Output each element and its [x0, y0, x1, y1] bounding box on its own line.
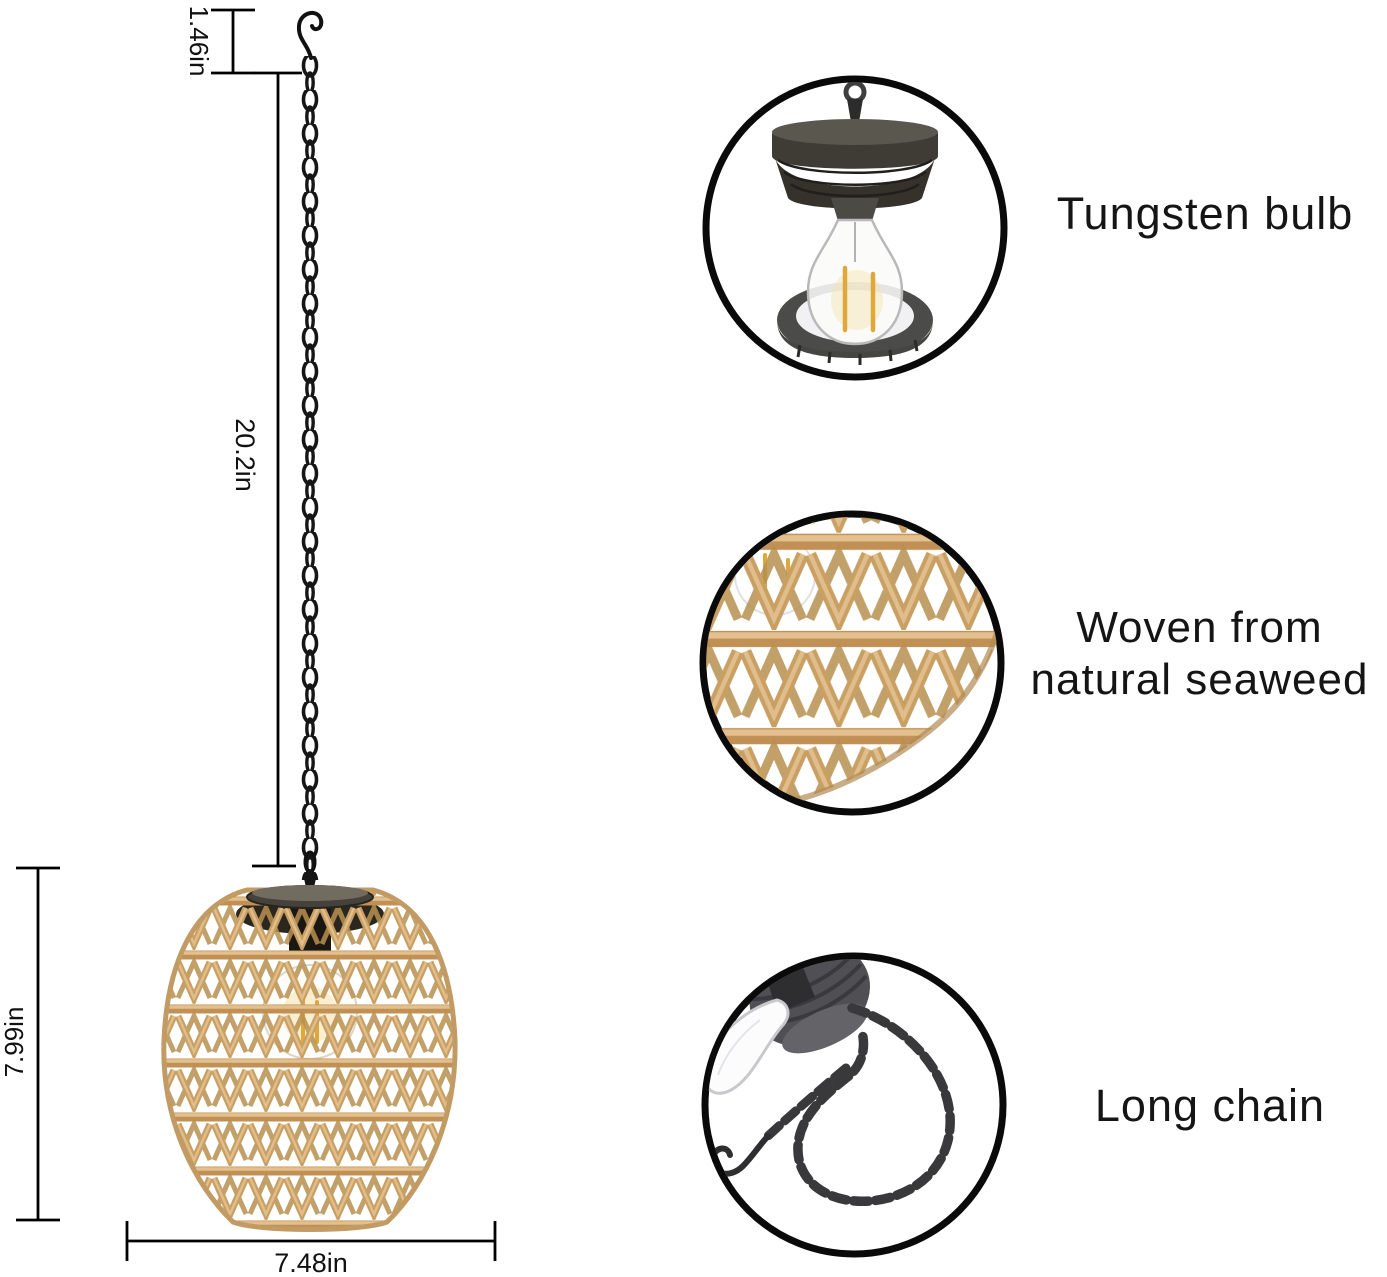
callout-circle-bulb	[702, 75, 1008, 381]
dimension-label-hook-height: 1.46in	[184, 6, 214, 77]
dimension-shade-width	[125, 1221, 497, 1261]
filament	[842, 265, 876, 333]
hook	[296, 10, 324, 60]
dimension-label-shade-height: 7.99in	[0, 1007, 29, 1078]
callout-circle-chain	[701, 952, 1007, 1258]
dimension-hook-height	[211, 8, 255, 75]
callout-label-bulb: Tungsten bulb	[1056, 188, 1354, 239]
cap-disc	[772, 119, 938, 209]
tungsten-bulb	[806, 218, 904, 346]
callout-circle-weave	[699, 510, 1005, 816]
callout-label-chain: Long chain	[1094, 1080, 1326, 1131]
shade-top-cap	[246, 885, 374, 909]
dimension-label-chain-length: 20.2in	[230, 418, 260, 492]
dimension-chain-length	[252, 71, 302, 868]
bulb-socket	[831, 198, 879, 221]
dimension-shade-height	[16, 866, 60, 1222]
weave-texture	[706, 517, 998, 803]
woven-shade	[161, 887, 458, 1232]
dimension-label-shade-width: 7.48in	[274, 1248, 348, 1277]
coiled-chain	[763, 1003, 955, 1206]
callout-label-weave-line1: Woven from	[1076, 603, 1323, 652]
lamp-diagram: 1.46in 20.2in 7.99in 7.48in	[0, 6, 497, 1277]
callout-label-weave: Woven from natural seaweed	[1012, 602, 1387, 706]
callout-label-weave-line2: natural seaweed	[1030, 655, 1369, 704]
hanging-chain	[299, 56, 321, 880]
